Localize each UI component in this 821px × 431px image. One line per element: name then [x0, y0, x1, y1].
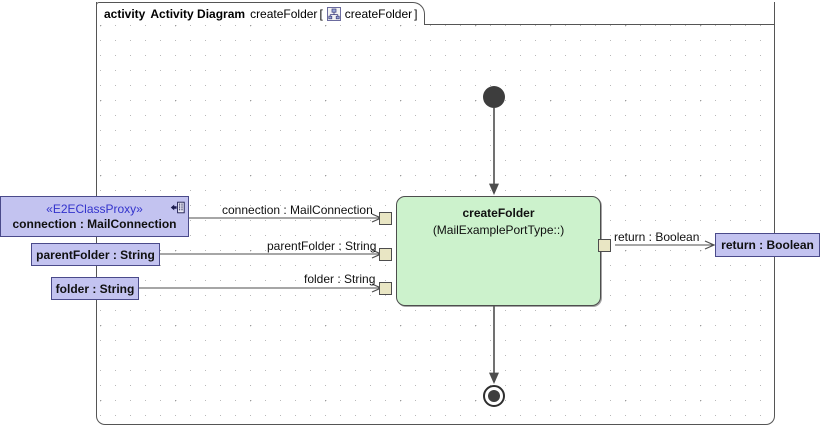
frame-context-name: createFolder	[344, 7, 413, 21]
edge-label-parentfolder: parentFolder : String	[267, 239, 377, 253]
edge-label-return: return : Boolean	[614, 230, 700, 244]
input-node-folder[interactable]: folder : String	[51, 277, 139, 300]
action-subtitle: (MailExamplePortType::)	[432, 223, 565, 237]
frame-keyword: activity	[104, 7, 146, 21]
edge-label-connection: connection : MailConnection	[222, 203, 373, 217]
input-connection-stereotype: «E2EClassProxy»	[46, 201, 143, 216]
frame-bracket-open: [	[319, 7, 323, 21]
frame-bracket-close: ]	[414, 7, 418, 21]
output-return-label: return : Boolean	[721, 238, 814, 252]
activity-final-node[interactable]	[483, 385, 505, 407]
input-node-parentfolder[interactable]: parentFolder : String	[31, 243, 160, 266]
input-folder-label: folder : String	[55, 281, 135, 296]
input-connection-label: connection : MailConnection	[12, 216, 177, 231]
input-parentfolder-label: parentFolder : String	[36, 247, 155, 262]
activity-frame-header[interactable]: activity Activity Diagram createFolder […	[96, 2, 425, 25]
activity-frame-top-border	[96, 24, 775, 25]
output-node-return[interactable]: return : Boolean	[715, 233, 820, 257]
proxy-import-icon	[170, 201, 185, 214]
input-node-connection[interactable]: «E2EClassProxy» connection : MailConnect…	[0, 196, 189, 237]
action-title: createFolder	[462, 206, 535, 220]
activity-final-node-inner	[488, 390, 500, 402]
input-pin-connection[interactable]	[379, 212, 392, 225]
activity-element-icon	[326, 7, 341, 21]
frame-diagram-name: createFolder	[250, 7, 318, 21]
call-behavior-action-createfolder[interactable]: createFolder (MailExamplePortType::)	[396, 196, 601, 306]
edge-label-folder: folder : String	[304, 272, 376, 286]
input-pin-folder[interactable]	[379, 282, 392, 295]
input-pin-parentfolder[interactable]	[379, 248, 392, 261]
output-pin-return[interactable]	[598, 239, 611, 252]
initial-node[interactable]	[483, 86, 505, 108]
frame-diagram-type: Activity Diagram	[150, 7, 246, 21]
